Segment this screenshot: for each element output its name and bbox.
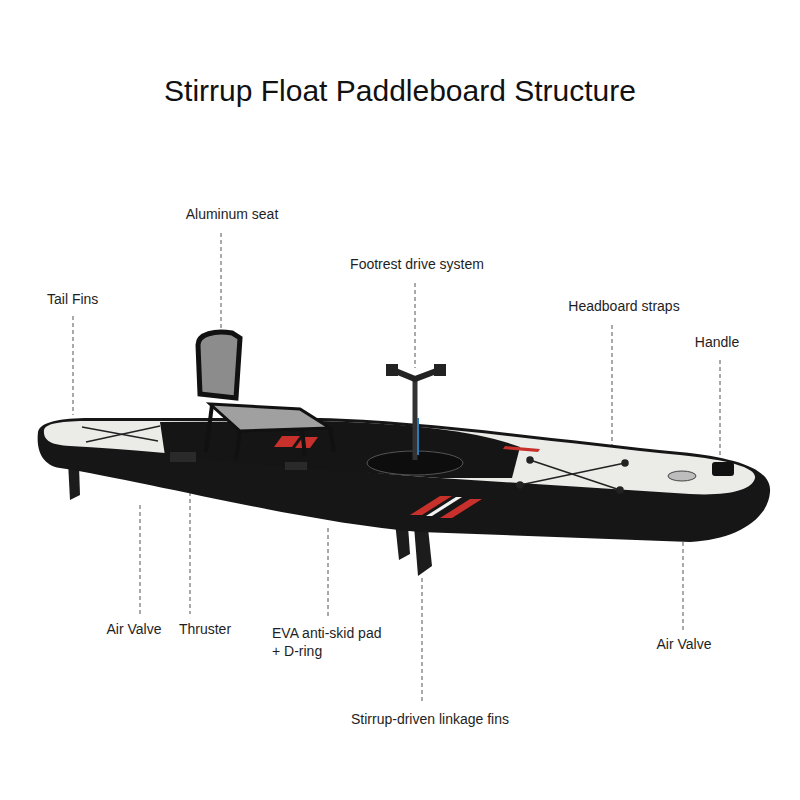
- leader-line: [612, 325, 613, 456]
- part-label: Headboard straps: [568, 298, 679, 316]
- part-label: Tail Fins: [47, 291, 98, 309]
- d-ring: [517, 482, 523, 488]
- stirrup-bar: [393, 370, 439, 379]
- strap: [86, 426, 160, 442]
- part-label: Handle: [695, 334, 739, 352]
- footrest-drive: [367, 364, 463, 475]
- part-label: Air Valve: [657, 636, 712, 654]
- d-ring: [617, 487, 623, 493]
- board-hull: [38, 418, 770, 542]
- strap: [530, 460, 620, 490]
- eva-pad: [160, 421, 520, 478]
- deck-stripes: [274, 436, 540, 518]
- leader-line: [73, 316, 74, 415]
- seat-leg: [236, 430, 240, 460]
- seat-cushion: [210, 404, 330, 431]
- d-ring: [527, 457, 533, 463]
- air-valve: [668, 471, 696, 481]
- d-ring: [622, 460, 628, 466]
- leader-line: [422, 578, 423, 703]
- leader-line: [190, 478, 191, 614]
- part-label: Stirrup-driven linkage fins: [351, 711, 509, 729]
- d-ring-mount: [285, 462, 307, 470]
- seat: [198, 332, 334, 460]
- seat-leg: [330, 428, 334, 452]
- drive-pole: [413, 380, 418, 460]
- title: Stirrup Float Paddleboard Structure: [164, 72, 636, 110]
- part-label: EVA anti-skid pad + D-ring: [272, 625, 390, 660]
- seat-leg: [206, 405, 212, 452]
- part-label: Footrest drive system: [350, 256, 484, 274]
- part-label: Thruster: [179, 621, 231, 639]
- leader-line: [140, 505, 141, 614]
- leader-line: [328, 528, 329, 616]
- linkage-fin: [414, 526, 432, 576]
- leader-line: [683, 542, 684, 630]
- leader-line: [221, 233, 222, 338]
- board-deck: [44, 421, 755, 494]
- strap: [520, 463, 625, 485]
- leader-line: [415, 283, 416, 368]
- red-stripe: [274, 436, 300, 447]
- red-stripe: [440, 499, 482, 518]
- handle: [712, 462, 734, 476]
- seat-back: [198, 332, 240, 398]
- part-label: Aluminum seat: [186, 206, 279, 224]
- leader-line: [720, 360, 721, 460]
- bungee-straps: [82, 426, 628, 493]
- drive-accent: [417, 418, 419, 455]
- red-stripe: [503, 446, 540, 452]
- stirrup: [434, 364, 446, 376]
- part-label: Air Valve: [107, 621, 162, 639]
- stirrup: [386, 364, 398, 376]
- thruster-mount: [170, 452, 196, 462]
- red-stripe: [295, 437, 318, 448]
